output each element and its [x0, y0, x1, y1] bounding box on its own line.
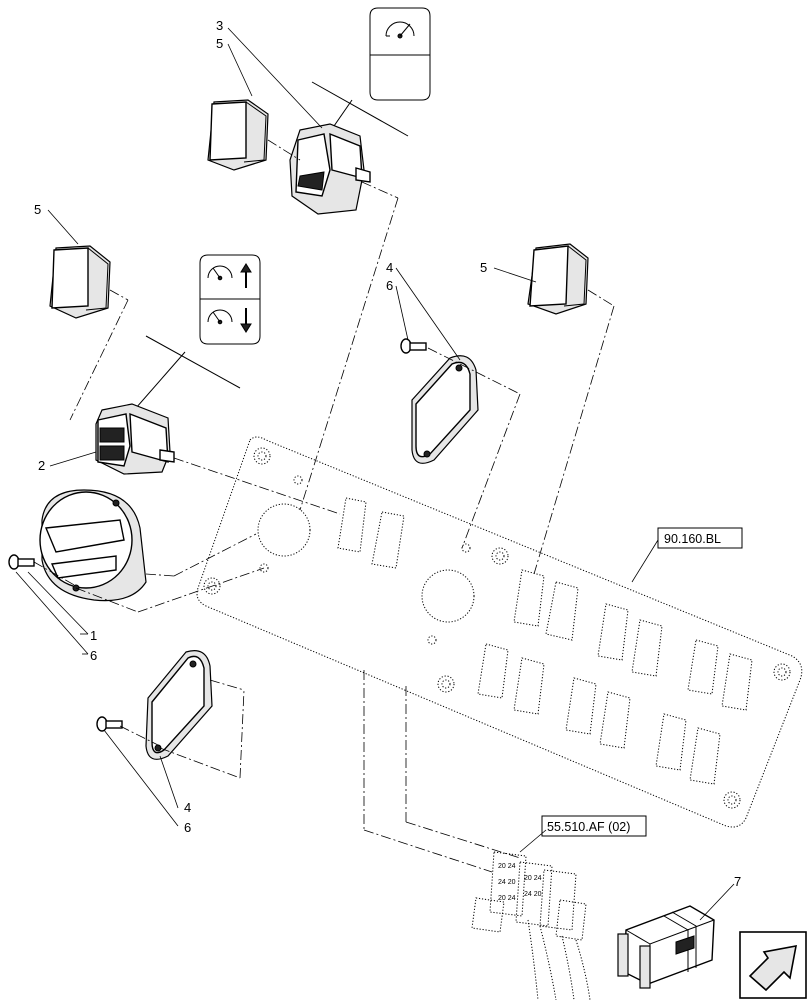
screw-middle: [8, 554, 35, 570]
screw-bottom: [96, 716, 123, 732]
callout-2: 2: [38, 458, 45, 473]
cover-plate-top: [411, 355, 479, 464]
svg-text:24 20: 24 20: [498, 879, 516, 886]
gauge-arrow-up-icon: [207, 263, 252, 288]
reference-panel[interactable]: 90.160.BL: [657, 527, 743, 549]
reference-harness[interactable]: 55.510.AF (02): [541, 815, 647, 837]
parts-box: [617, 905, 715, 989]
switch-cap-top: [207, 99, 269, 171]
svg-text:24 20: 24 20: [524, 891, 542, 898]
callout-5-right: 5: [480, 260, 487, 275]
gauge-icon: [385, 21, 415, 39]
callout-6-top: 6: [386, 278, 393, 293]
cover-plate-bottom: [145, 650, 213, 760]
rocker-switch-middle: [95, 403, 175, 475]
dashboard-panel: [196, 436, 803, 828]
callout-1: 1: [90, 628, 97, 643]
panel-reference-label[interactable]: 90.160.BL: [664, 532, 721, 546]
callout-3: 3: [216, 18, 223, 33]
callout-6-mid: 6: [90, 648, 97, 663]
switch-legend-top: [369, 7, 431, 101]
screw-top: [400, 338, 427, 354]
callout-5-left: 5: [34, 202, 41, 217]
callout-4-top: 4: [386, 260, 393, 275]
switch-cap-right: [527, 243, 589, 315]
callout-7: 7: [734, 874, 741, 889]
callout-5-top: 5: [216, 36, 223, 51]
switch-cap-left: [49, 245, 111, 319]
callout-leaders: [15, 27, 735, 921]
svg-text:20 24: 20 24: [498, 863, 516, 870]
assembly-lines: [33, 139, 615, 873]
gauge-arrow-down-icon: [207, 308, 252, 333]
callout-6-bottom: 6: [184, 820, 191, 835]
callout-numbers: 3 5 5 5 4 6 2 1 6 4 6 7: [34, 18, 741, 889]
svg-text:20 24: 20 24: [524, 875, 542, 882]
harness-reference-label[interactable]: 55.510.AF (02): [547, 820, 630, 834]
rocker-switch-top: [289, 123, 371, 215]
rotary-knob: [39, 489, 147, 602]
callout-4-bottom: 4: [184, 800, 191, 815]
navigation-arrow-icon[interactable]: [739, 931, 807, 999]
harness-connectors: 20 24 24 20 20 24 20 24 24 20: [471, 851, 591, 1000]
svg-text:20 24: 20 24: [498, 895, 516, 902]
switch-legend-middle: [199, 254, 261, 345]
